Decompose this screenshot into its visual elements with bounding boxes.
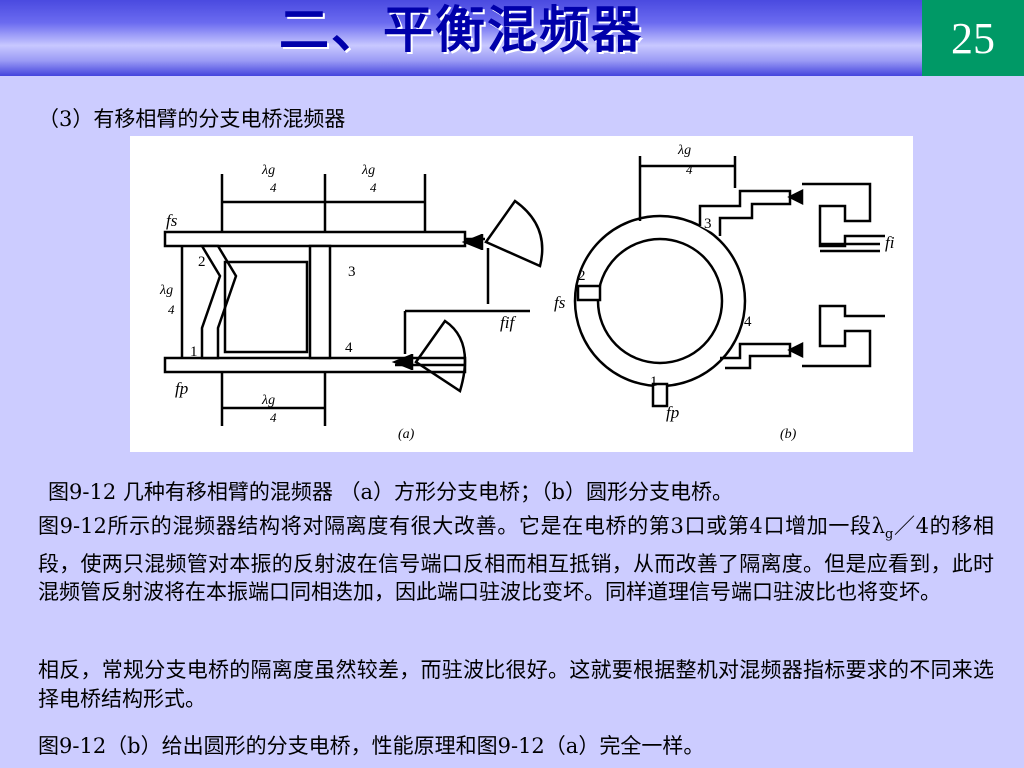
- a-lambda-1: λg: [261, 163, 275, 178]
- a-port-1: 1: [190, 344, 198, 360]
- svg-text:4: 4: [270, 180, 277, 195]
- a-port-2: 2: [198, 254, 206, 270]
- mixer-diagram: λg 4 λg 4 λg 4 λg 4 fs fp fif 1 2 3 4 (a…: [159, 143, 895, 442]
- a-lambda-4: λg: [159, 283, 173, 298]
- b-port-fp: fp: [666, 403, 679, 422]
- a-port-3: 3: [348, 264, 356, 280]
- title-bar: [0, 0, 922, 76]
- paragraph-3: 图9-12（b）给出圆形的分支电桥，性能原理和图9-12（a）完全一样。: [38, 734, 705, 758]
- a-panel-label: (a): [398, 427, 415, 442]
- a-port-4: 4: [345, 340, 353, 356]
- b-port-2: 2: [578, 268, 586, 284]
- b-port-1: 1: [650, 374, 658, 390]
- paragraph-2: 相反，常规分支电桥的隔离度虽然较差，而驻波比很好。这就要根据整机对混频器指标要求…: [38, 658, 994, 711]
- b-port-4: 4: [744, 314, 752, 330]
- panel-b-ring: [573, 182, 885, 408]
- svg-text:4: 4: [370, 180, 377, 195]
- a-lambda-2: λg: [361, 163, 375, 178]
- section-subtitle: （3）有移相臂的分支电桥混频器: [38, 107, 346, 131]
- b-port-3: 3: [704, 216, 712, 232]
- figure-caption: 图9-12 几种有移相臂的混频器 （a）方形分支电桥；（b）圆形分支电桥。: [48, 480, 733, 504]
- paragraph-1: 图9-12所示的混频器结构将对隔离度有很大改善。它是在电桥的第3口或第4口增加一…: [38, 514, 994, 605]
- b-port-fs: fs: [554, 293, 566, 312]
- b-lambda: λg: [677, 143, 691, 158]
- svg-text:4: 4: [270, 410, 277, 425]
- panel-a-hybrid: [163, 230, 485, 374]
- a-port-fif: fif: [500, 313, 516, 332]
- a-lambda-3: λg: [261, 393, 275, 408]
- a-port-fp: fp: [175, 379, 188, 398]
- b-port-fi: fi: [885, 233, 895, 252]
- svg-text:4: 4: [168, 302, 175, 317]
- svg-text:4: 4: [686, 162, 693, 177]
- figure-9-12: λg 4 λg 4 λg 4 λg 4 fs fp fif 1 2 3 4 (a…: [130, 136, 913, 452]
- b-panel-label: (b): [780, 427, 797, 442]
- slide-title: 二、平衡混频器: [279, 1, 643, 59]
- a-port-fs: fs: [166, 211, 178, 230]
- page-number: 25: [951, 13, 995, 63]
- page-number-box: 25: [922, 0, 1024, 76]
